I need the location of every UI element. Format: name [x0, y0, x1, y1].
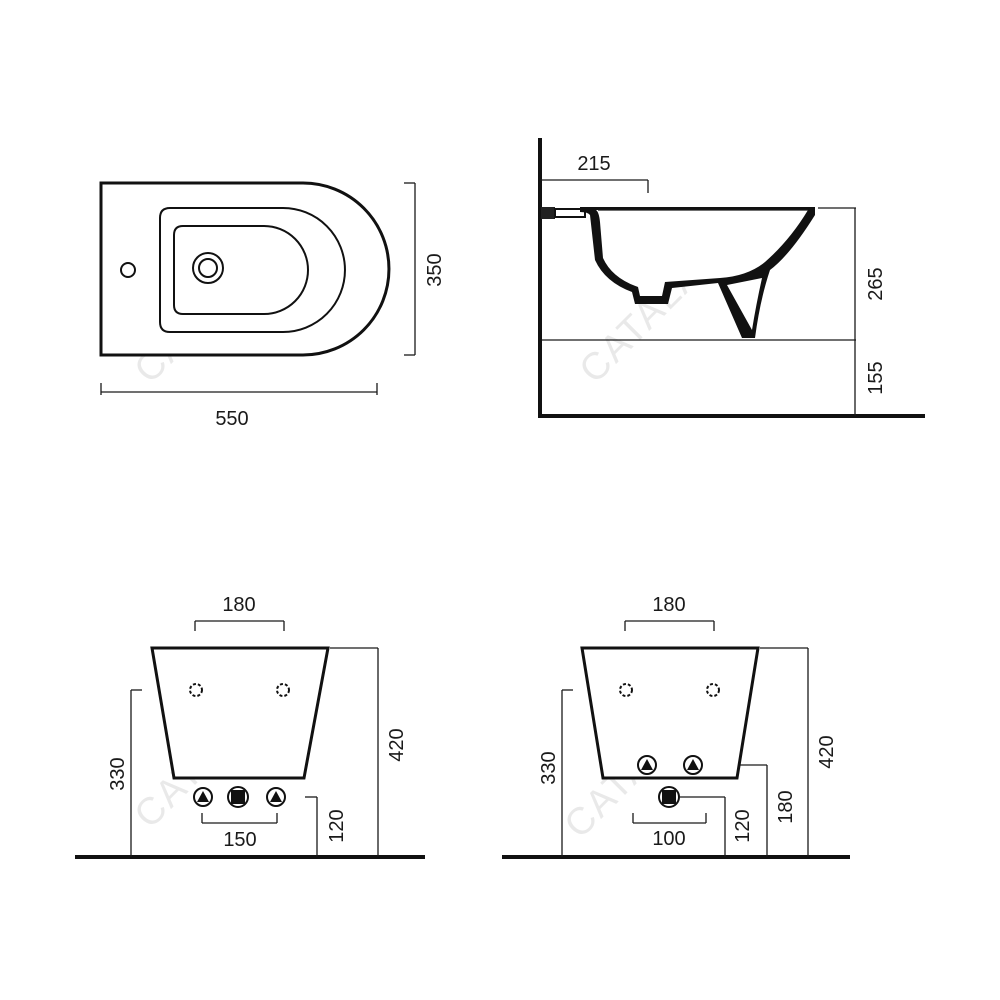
floor-gap-label: 155	[865, 361, 887, 394]
inlet-left-2-arrow-icon	[270, 791, 282, 802]
drain-outer-ring	[192, 252, 224, 284]
drain-right-square-icon	[662, 790, 676, 804]
rear-view-left: 180 150 330 420 120	[75, 594, 425, 859]
supply-height-label-right: 180	[775, 790, 797, 823]
height-label-left: 420	[386, 728, 408, 761]
depth-label: 350	[424, 253, 446, 286]
drain-inner-ring	[198, 258, 218, 278]
fixing-hole-left-1	[189, 683, 203, 697]
fixing-hole-right-2	[706, 683, 720, 697]
inlet-spacing-label-left: 150	[223, 829, 256, 851]
top-spacing-label-left: 180	[222, 594, 255, 616]
bowl-height-label: 265	[865, 267, 887, 300]
inlet-right-2	[683, 755, 703, 775]
wall-bracket	[541, 207, 555, 219]
height-label-right: 420	[816, 735, 838, 768]
bidet-side-pedestal-gap	[727, 278, 762, 330]
side-view: 215 265 155	[538, 138, 925, 418]
inlet-right-1	[637, 755, 657, 775]
inlet-left-2	[266, 787, 286, 807]
rear-outline-right	[580, 646, 760, 780]
inlet-left-1	[193, 787, 213, 807]
inlet-right-1-arrow-icon	[641, 759, 653, 770]
rear-outline-left	[150, 646, 330, 780]
bowl-basin-outline	[173, 225, 309, 315]
inlet-height-label-left: 120	[326, 809, 348, 842]
drain-spacing-label-right: 100	[652, 828, 685, 850]
tap-hole	[120, 262, 136, 278]
mount-height-label-right: 330	[538, 751, 560, 784]
bowl-inner-outline	[159, 207, 346, 333]
mount-height-label-left: 330	[107, 757, 129, 790]
drain-left-square-icon	[231, 790, 245, 804]
bidet-side-inner	[596, 210, 808, 296]
drain-left	[227, 786, 249, 808]
inlet-height-label-right: 120	[732, 809, 754, 842]
drain-right	[658, 786, 680, 808]
inlet-right-2-arrow-icon	[687, 759, 699, 770]
top-spacing-label-right: 180	[652, 594, 685, 616]
top-view: 550 350	[99, 181, 446, 430]
fixing-hole-left-2	[276, 683, 290, 697]
width-label: 550	[215, 408, 248, 430]
projection-label: 215	[577, 153, 610, 175]
fixing-hole-right-1	[619, 683, 633, 697]
rear-view-right: 180 100 330 120 180 420	[502, 594, 850, 859]
bidet-rim-outline	[99, 181, 391, 357]
inlet-left-1-arrow-icon	[197, 791, 209, 802]
